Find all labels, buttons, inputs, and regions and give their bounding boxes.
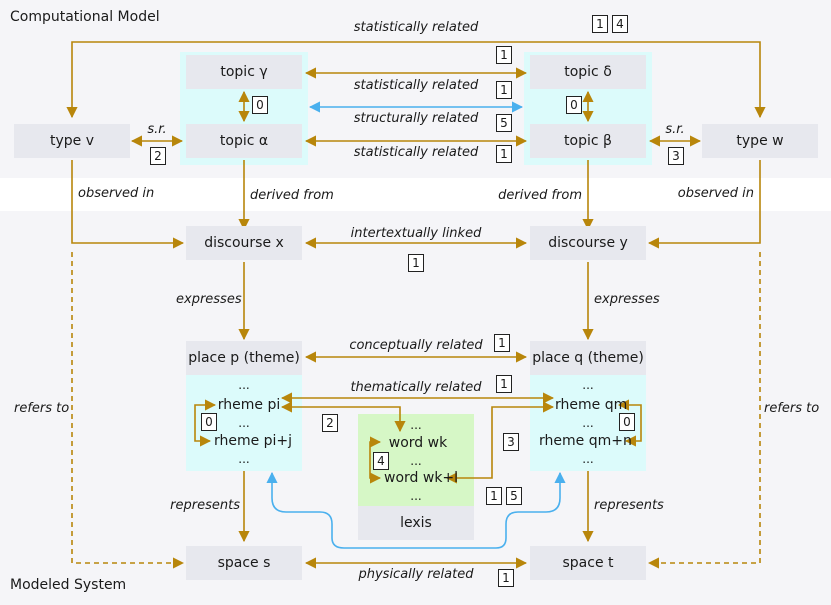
- label-refers-to-right: refers to: [764, 401, 820, 416]
- badge-gamma-delta: 1: [496, 46, 512, 64]
- badge-word: 4: [373, 452, 389, 470]
- rheme-p-ellipsis-bottom: ...: [238, 452, 250, 466]
- node-topic-alpha: topic α: [186, 124, 302, 158]
- rheme-q-ellipsis-top: ...: [582, 378, 594, 392]
- label-statistically-related-top: statistically related: [353, 20, 479, 35]
- label-derived-from-left: derived from: [250, 188, 334, 203]
- badge-sr-right: 3: [668, 147, 684, 165]
- label-derived-from-right: derived from: [498, 188, 582, 203]
- label-sr-left: s.r.: [147, 122, 167, 137]
- computational-model-label: Computational Model: [10, 9, 160, 25]
- node-lexis: lexis: [358, 506, 474, 540]
- node-type-w: type w: [702, 124, 818, 158]
- node-discourse-y: discourse y: [530, 226, 646, 260]
- label-represents-left: represents: [170, 498, 240, 513]
- label-expresses-left: expresses: [176, 292, 242, 307]
- badge-intertextual: 1: [408, 254, 424, 272]
- label-structurally-related: structurally related: [353, 111, 479, 126]
- badge-physical: 1: [498, 569, 514, 587]
- rheme-p-ellipsis-mid: ...: [238, 416, 250, 430]
- node-type-v: type v: [14, 124, 130, 158]
- label-sr-right: s.r.: [665, 122, 685, 137]
- rheme-q-ellipsis-mid: ...: [582, 416, 594, 430]
- node-discourse-x: discourse x: [186, 226, 302, 260]
- node-topic-gamma: topic γ: [186, 55, 302, 89]
- label-refers-to-left: refers to: [14, 401, 70, 416]
- label-statistically-related-ab: statistically related: [353, 145, 479, 160]
- word-w-k: word wk: [388, 435, 448, 451]
- node-topic-delta: topic δ: [530, 55, 646, 89]
- rheme-q-m: rheme qm: [555, 397, 628, 413]
- rheme-p-ellipsis-top: ...: [238, 378, 250, 392]
- badge-rheme-q: 0: [619, 413, 635, 431]
- node-place-q: place q (theme): [530, 341, 646, 375]
- badge-alpha-beta: 1: [496, 145, 512, 163]
- badge-structural-1: 1: [496, 81, 512, 99]
- rheme-q-ellipsis-bottom: ...: [582, 452, 594, 466]
- badge-structural-5: 5: [496, 114, 512, 132]
- label-observed-in-left: observed in: [78, 186, 155, 201]
- badge-top-4: 4: [612, 15, 628, 33]
- label-thematically-related: thematically related: [350, 380, 482, 395]
- badge-rheme-p: 0: [201, 413, 217, 431]
- modeled-system-label: Modeled System: [10, 577, 127, 593]
- badge-delta-beta: 0: [566, 96, 582, 114]
- word-ellipsis-mid: ...: [410, 454, 422, 468]
- node-topic-beta: topic β: [530, 124, 646, 158]
- badge-thematic: 1: [496, 375, 512, 393]
- node-place-p: place p (theme): [186, 341, 302, 375]
- rheme-p-i-j: rheme pi+j: [213, 433, 293, 449]
- node-space-t: space t: [530, 546, 646, 580]
- label-intertextually-linked: intertextually linked: [350, 226, 482, 241]
- node-space-s: space s: [186, 546, 302, 580]
- rheme-p-i: rheme pi: [217, 397, 281, 413]
- word-w-k-l: word wk+l: [384, 470, 459, 486]
- word-ellipsis-top: ...: [410, 418, 422, 432]
- badge-top-1: 1: [592, 15, 608, 33]
- badge-structural-ps-5: 5: [506, 487, 522, 505]
- badge-gamma-alpha: 0: [252, 96, 268, 114]
- label-conceptually-related: conceptually related: [349, 338, 483, 353]
- label-statistically-related-gd: statistically related: [353, 78, 479, 93]
- label-physically-related: physically related: [358, 567, 474, 582]
- label-represents-right: represents: [594, 498, 664, 513]
- label-expresses-right: expresses: [594, 292, 660, 307]
- label-observed-in-right: observed in: [677, 186, 754, 201]
- rheme-q-m-n: rheme qm+n: [539, 433, 632, 449]
- badge-structural-ps-1: 1: [486, 487, 502, 505]
- word-ellipsis-bottom: ...: [410, 489, 422, 503]
- badge-sr-left: 2: [150, 147, 166, 165]
- badge-conceptual: 1: [494, 334, 510, 352]
- badge-p-to-word: 2: [322, 414, 338, 432]
- badge-q-to-word: 3: [503, 433, 519, 451]
